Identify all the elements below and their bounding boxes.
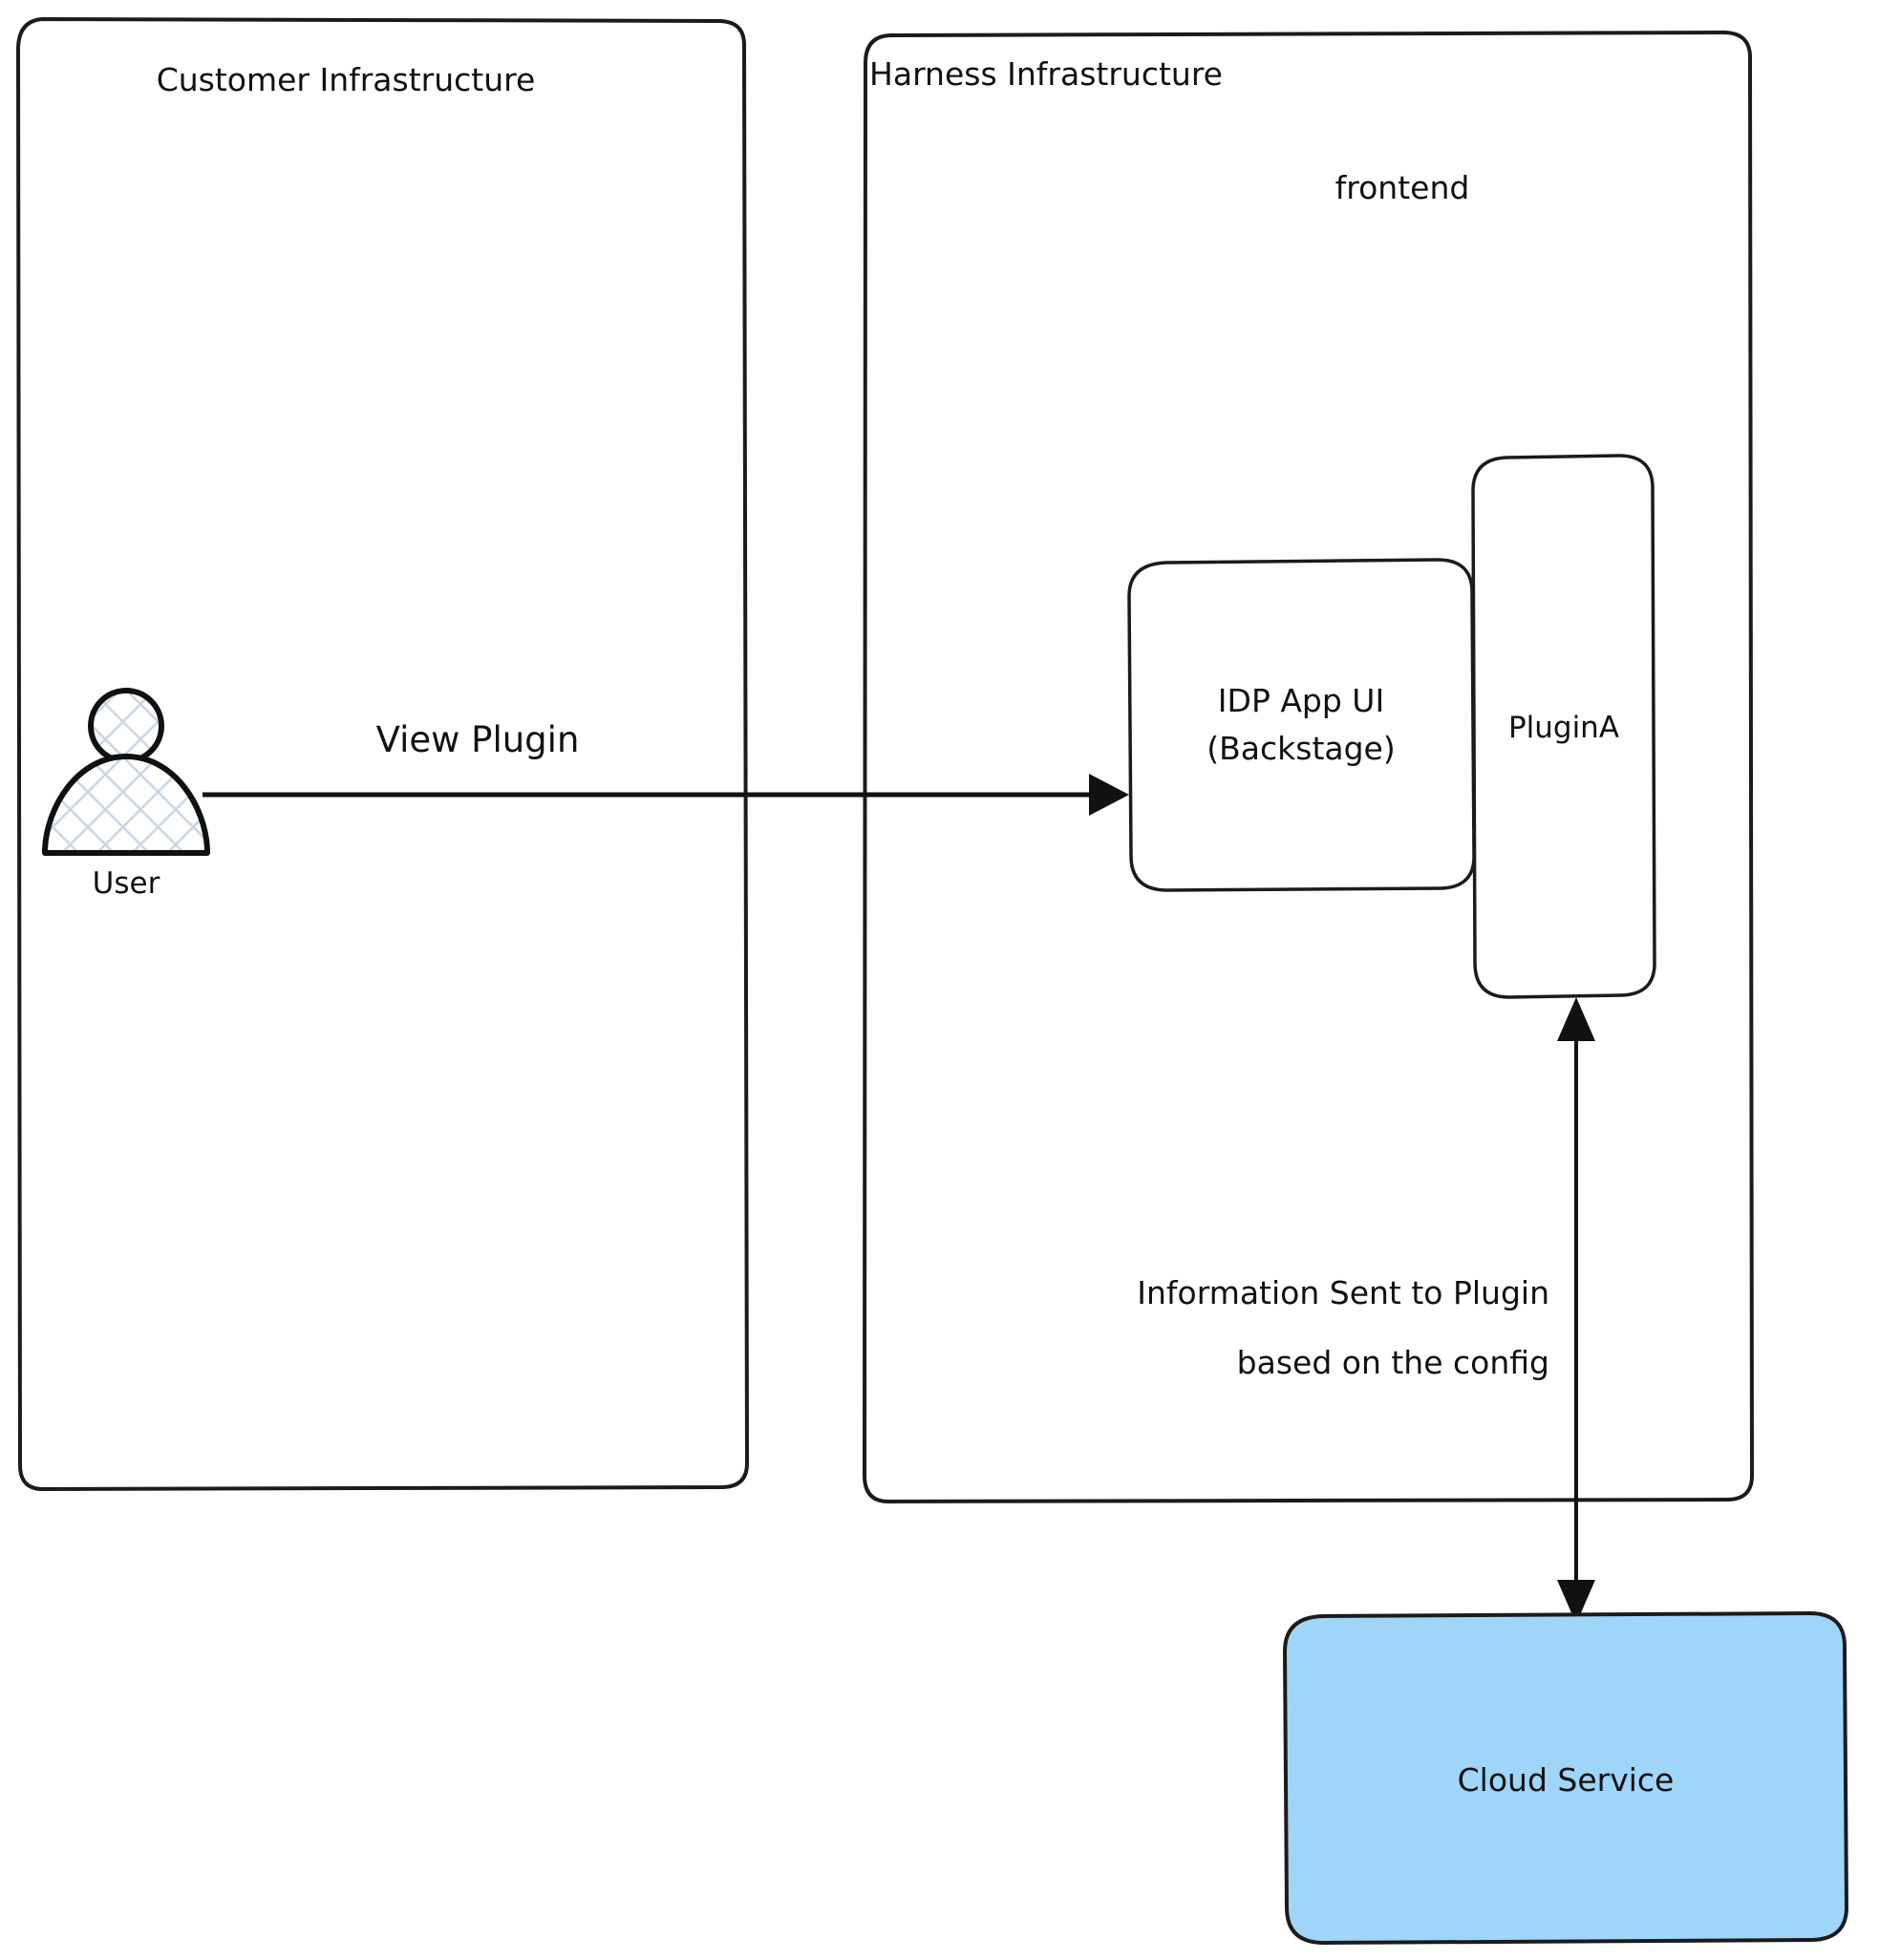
arrow-head-right-icon (1089, 774, 1129, 816)
node-idp-app-ui[interactable]: IDP App UI (Backstage) (1127, 558, 1476, 892)
container-label-harness-infrastructure: Harness Infrastructure (869, 55, 1223, 93)
node-plugin-a[interactable]: PluginA (1471, 454, 1656, 999)
node-label-idp-app-ui-line1: IDP App UI (1218, 682, 1384, 719)
node-cloud-service[interactable]: Cloud Service (1283, 1611, 1849, 1945)
edge-label-information-sent-line2: based on the config (1237, 1344, 1549, 1381)
edge-label-information-sent-line1: Information Sent to Plugin (1137, 1274, 1549, 1311)
edge-label-view-plugin: View Plugin (376, 719, 580, 760)
user-actor-icon (42, 688, 210, 856)
group-label-frontend: frontend (1335, 169, 1470, 206)
container-customer-infrastructure[interactable]: Customer Infrastructure (16, 17, 750, 1492)
edge-plugin-a-to-cloud-service[interactable]: Information Sent to Plugin based on the … (1137, 997, 1595, 1624)
container-label-customer-infrastructure: Customer Infrastructure (157, 61, 536, 98)
actor-user[interactable]: User (42, 688, 210, 901)
edge-user-to-idp-app-ui[interactable]: View Plugin (203, 719, 1129, 816)
node-label-plugin-a: PluginA (1508, 711, 1619, 745)
arrow-head-up-icon (1557, 997, 1595, 1041)
actor-label-user: User (93, 866, 160, 901)
node-label-cloud-service: Cloud Service (1458, 1761, 1675, 1799)
node-label-idp-app-ui-line2: (Backstage) (1206, 730, 1395, 767)
arrow-head-down-icon (1557, 1580, 1595, 1624)
container-harness-infrastructure[interactable]: Harness Infrastructure frontend (863, 31, 1755, 1503)
